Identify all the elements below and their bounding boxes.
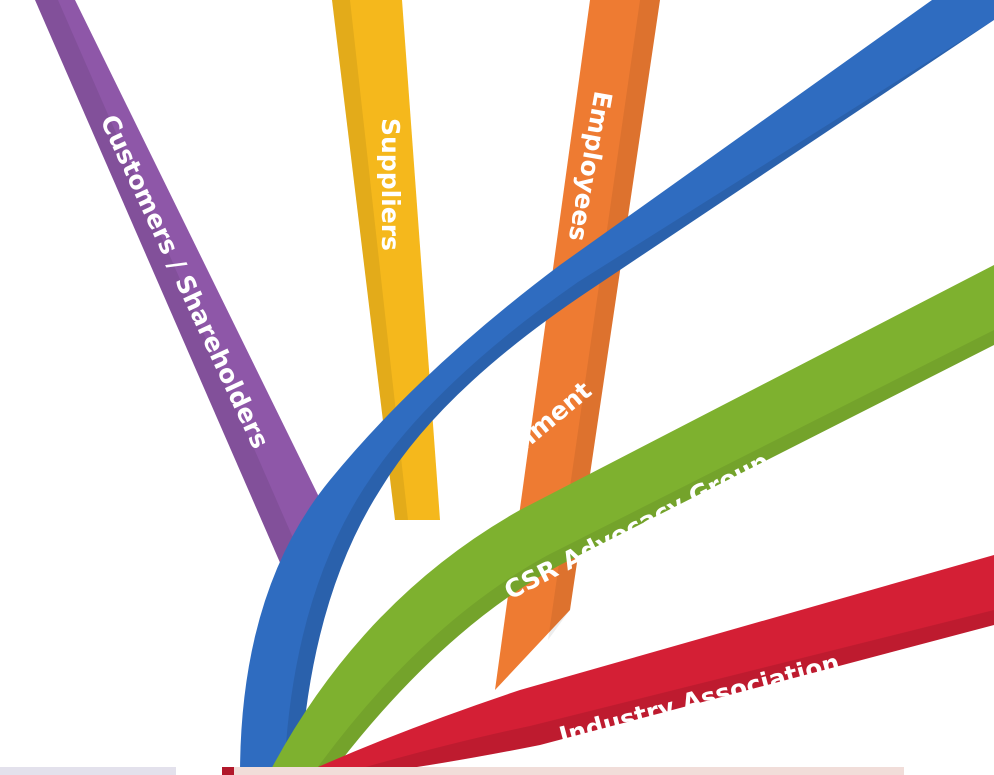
ribbon-customers-label: Customers / Shareholders [95, 110, 275, 453]
footer-accent-bar [222, 767, 234, 775]
ribbon-suppliers-label: Suppliers [376, 118, 405, 251]
footer-right-block [234, 767, 904, 775]
footer-left-block [0, 767, 176, 775]
ribbon-industry-band [300, 555, 994, 775]
ribbon-csr-band [268, 265, 994, 775]
ribbon-customers-band [35, 0, 345, 620]
